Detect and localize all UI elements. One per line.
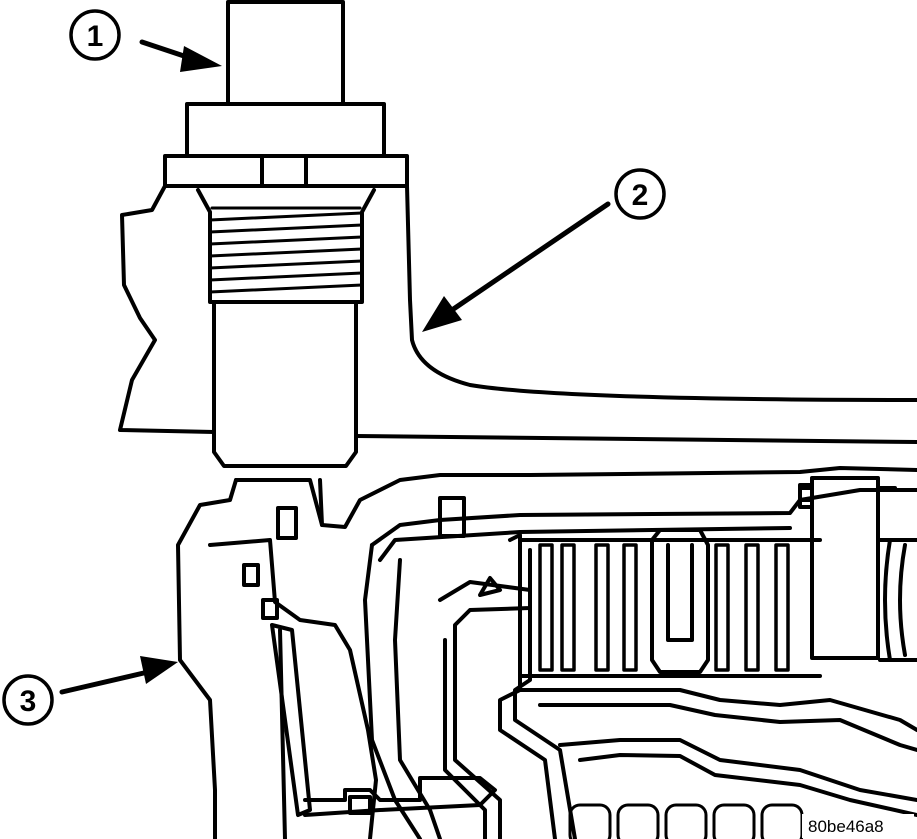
clutch-retainer-left-inner <box>393 558 442 839</box>
seal-block <box>438 496 466 538</box>
clutch-hub <box>498 533 557 839</box>
check-ball-bracket <box>478 576 502 597</box>
transmission-internals <box>176 466 917 839</box>
callout-1-leader <box>139 39 193 61</box>
bearing-rollers <box>568 803 804 839</box>
sensor-threads-body <box>196 188 376 304</box>
pressure-plate <box>650 528 710 674</box>
callout-2-arrowhead <box>422 296 462 332</box>
callout-1: 1 <box>69 9 222 72</box>
retainer-tab-lower <box>261 598 279 620</box>
figure-code: 80be46a8 <box>808 817 884 836</box>
valve-plug <box>348 795 372 815</box>
case-boss-right-wall <box>405 184 917 402</box>
callout-3-circle <box>2 674 54 726</box>
callout-2-leader <box>449 201 611 313</box>
sensor-pocket <box>208 538 378 839</box>
callout-1-arrowhead <box>180 46 222 72</box>
carrier-outline <box>518 688 917 732</box>
case-boss-outline <box>118 184 216 434</box>
sensor-threads <box>208 206 364 294</box>
carrier-outline-3 <box>558 738 917 802</box>
clutch-hub-inner <box>513 548 577 839</box>
callout-3-number: 3 <box>20 685 37 718</box>
support-inner-step <box>318 478 324 527</box>
drum-rivet <box>798 483 814 509</box>
snap-ring-spring <box>270 623 312 817</box>
piston-housing <box>370 488 917 547</box>
callout-1-number: 1 <box>87 20 104 53</box>
carrier-outline-4 <box>578 753 917 817</box>
sensor-collar <box>185 102 386 158</box>
output-spline <box>883 538 907 662</box>
carrier-outline-2 <box>538 703 917 752</box>
sensor-tip <box>212 300 358 468</box>
callout-2: 2 <box>422 168 666 332</box>
sensor-target-tab <box>276 506 298 540</box>
sensor-connector-top <box>226 0 345 106</box>
figure-code-backdrop <box>802 814 914 838</box>
clutch-plates <box>538 543 790 672</box>
sensor <box>163 0 409 468</box>
clutch-drum <box>810 476 880 660</box>
callout-2-number: 2 <box>632 179 649 212</box>
clutch-piston-left-inner <box>443 638 487 839</box>
sensor-hex-flange <box>163 154 409 188</box>
callout-3-arrowhead <box>140 656 178 684</box>
clutch-piston-left <box>438 580 532 839</box>
retainer-tab <box>242 563 260 587</box>
transmission-case <box>118 184 917 444</box>
pressure-plate-inner <box>666 543 694 642</box>
callout-1-circle <box>69 9 121 61</box>
snap-ring-inner <box>278 628 287 839</box>
callout-3: 3 <box>2 656 178 726</box>
callout-3-leader <box>59 669 151 695</box>
valve-body-base <box>303 776 497 817</box>
reaction-shaft-support <box>234 466 917 529</box>
case-lower-edge <box>354 434 917 444</box>
valve-body-left-wall <box>176 478 238 839</box>
output-shaft-right <box>878 538 917 662</box>
callout-2-circle <box>614 168 666 220</box>
clutch-retainer-left <box>363 543 422 839</box>
